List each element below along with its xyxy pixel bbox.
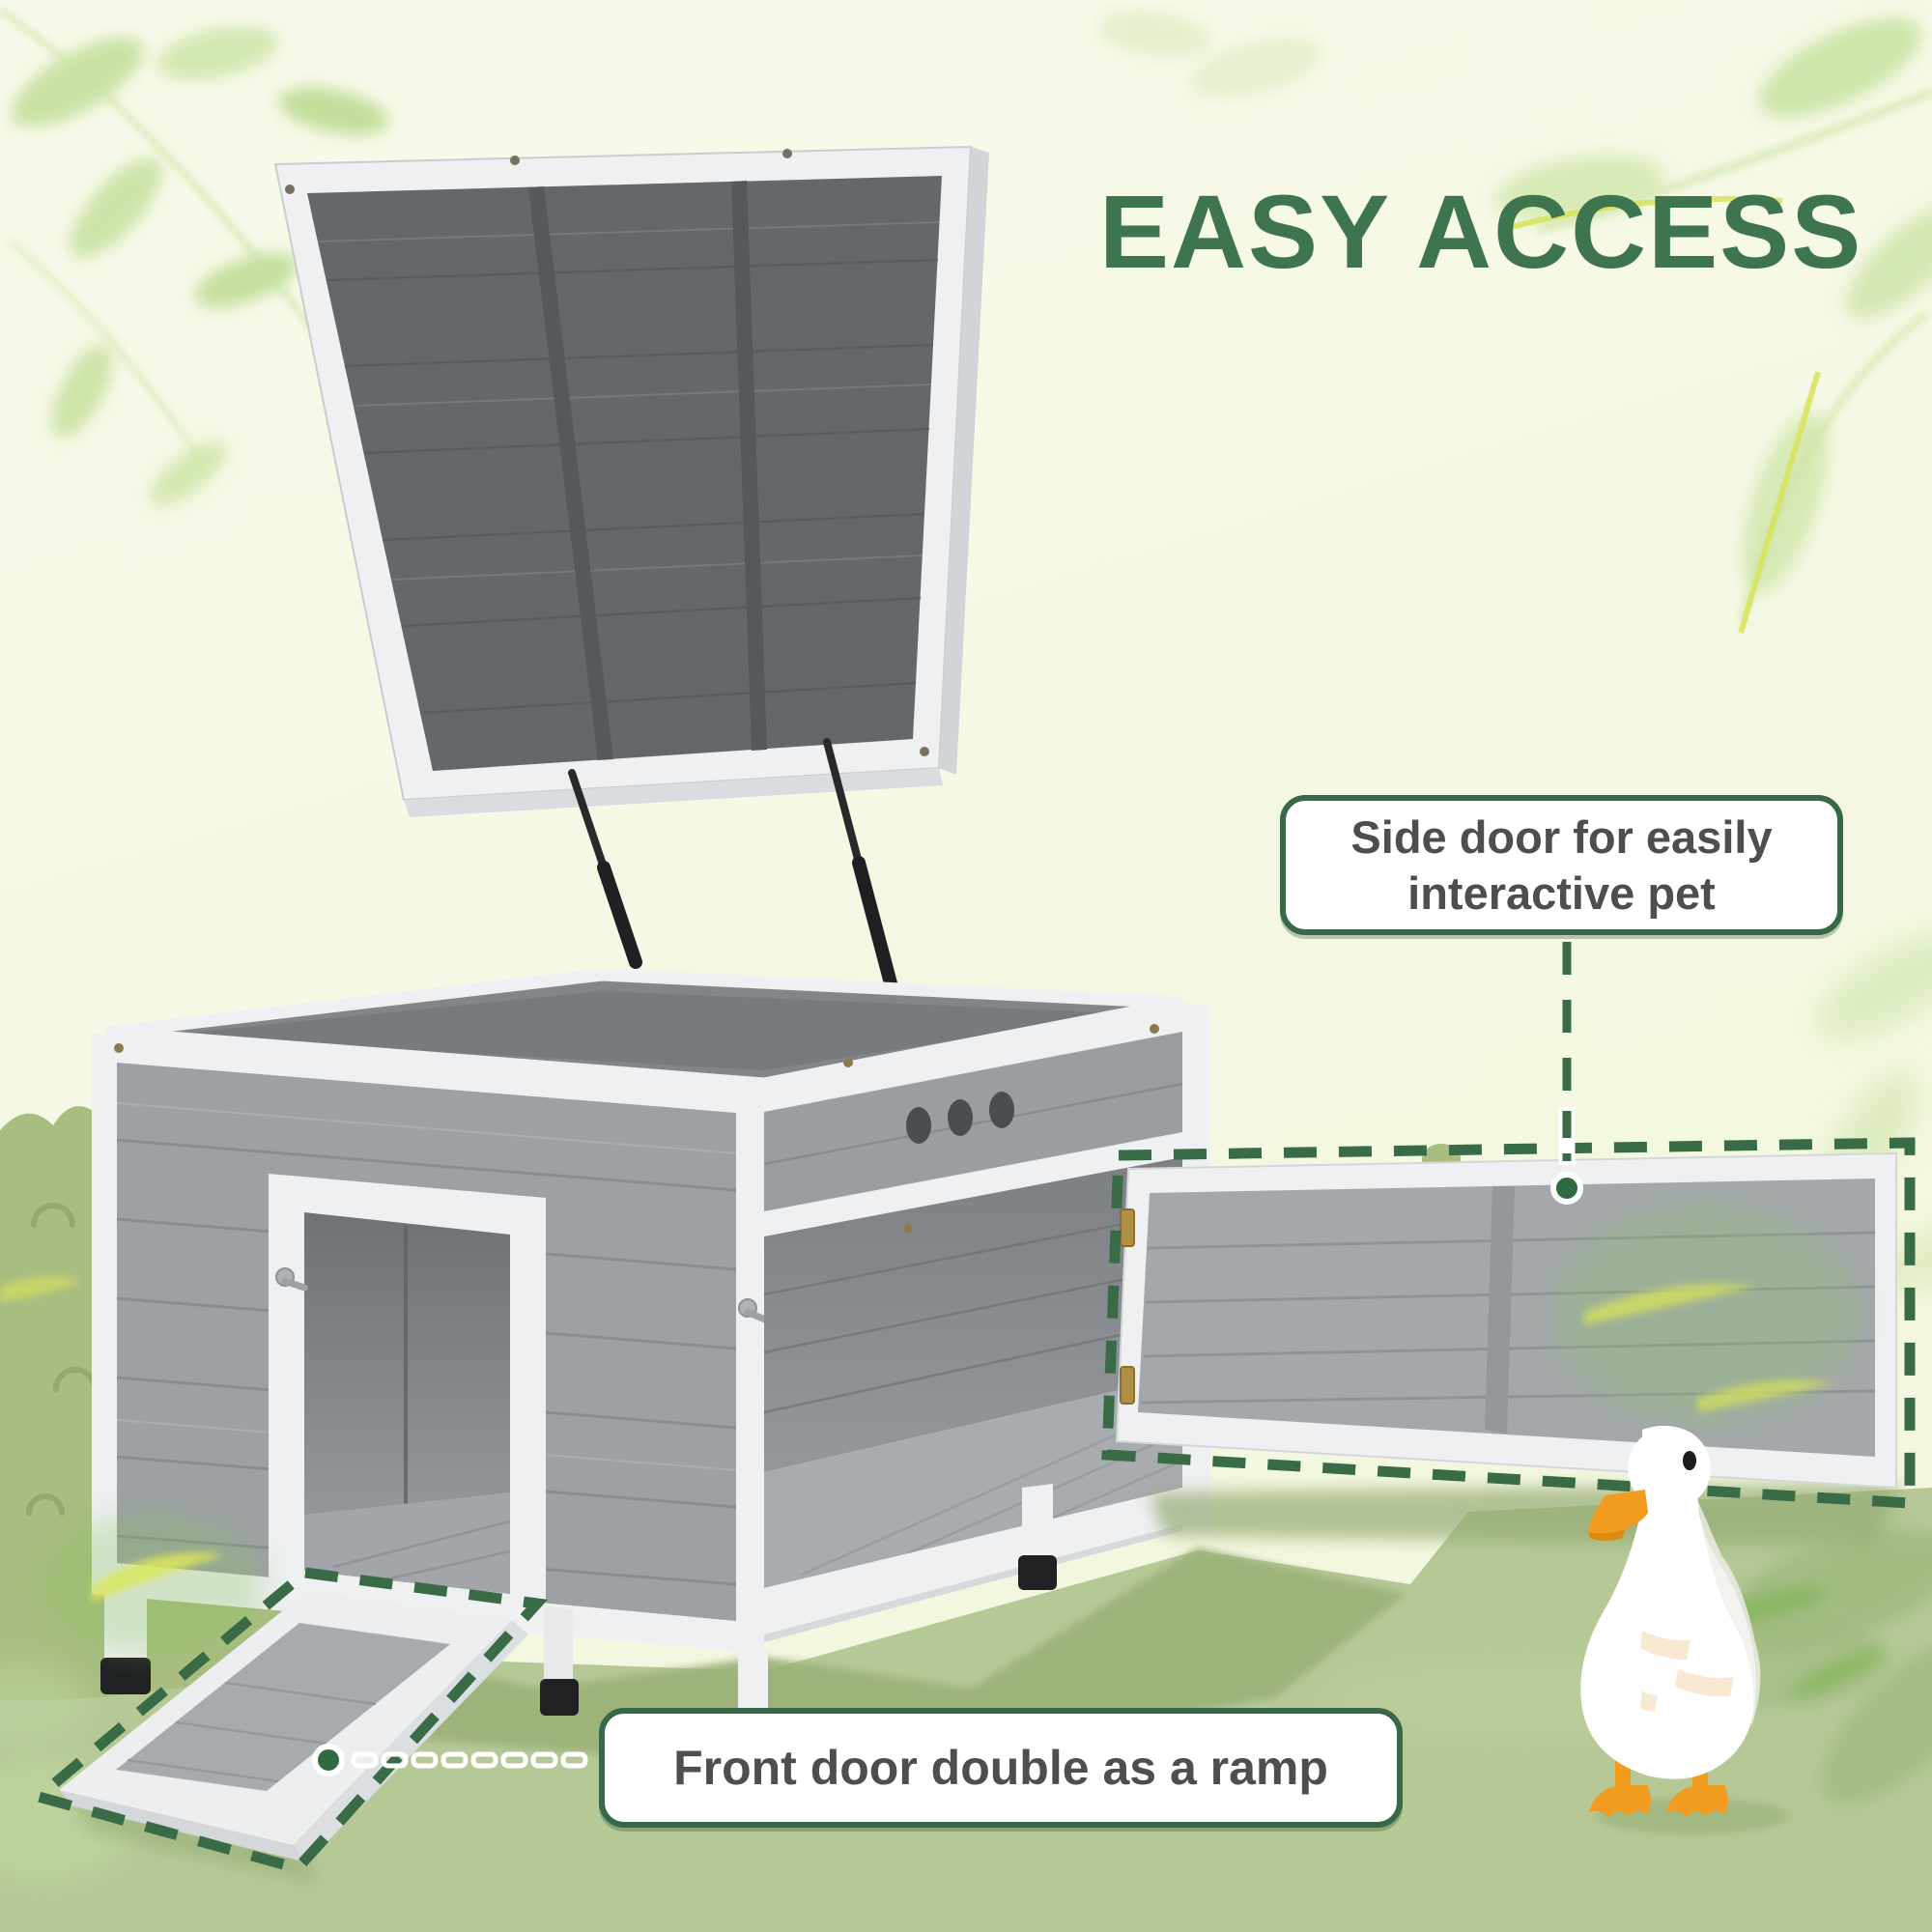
- coop-front-doorway: [269, 1174, 546, 1608]
- ventilation-hole: [948, 1099, 973, 1136]
- lid-trim-strip: [731, 181, 767, 751]
- duck-wing-marks: [1640, 1631, 1734, 1712]
- door-latch: [275, 1267, 308, 1292]
- side-door-connector: [1550, 942, 1583, 1205]
- hinge: [1120, 1366, 1135, 1405]
- side-door-pointer-dot: [1550, 1172, 1583, 1205]
- ramp-deck: [116, 1623, 450, 1791]
- duck-beak: [1588, 1490, 1648, 1535]
- lid-strut: [568, 738, 897, 990]
- callout-front-door-label: Front door double as a ramp: [673, 1741, 1328, 1795]
- ventilation-hole: [989, 1092, 1014, 1128]
- callout-side-door-label: Side door for easily interactive pet: [1350, 811, 1773, 919]
- callout-front-door: Front door double as a ramp: [599, 1708, 1403, 1828]
- duck-illustration: [1580, 1425, 1789, 1833]
- leaf-decoration-top-right: [1098, 11, 1932, 634]
- hinge: [1120, 1208, 1135, 1247]
- coop-floor: [764, 1376, 1182, 1588]
- doorway-floor: [304, 1492, 510, 1594]
- page-title: EASY ACCESS: [1099, 173, 1863, 290]
- side-door-panel: [1115, 1151, 1898, 1546]
- lid-trim-strip: [528, 186, 613, 760]
- coop-open-lid: [273, 145, 989, 817]
- side-panel-trim: [1485, 1186, 1515, 1434]
- duck-neck: [1637, 1492, 1710, 1574]
- wall-leaf-glow: [0, 1276, 266, 1657]
- front-door-connector: [312, 1744, 588, 1776]
- side-door-dashed-outline: [1101, 1137, 1916, 1509]
- callout-side-door: Side door for easily interactive pet: [1280, 795, 1843, 935]
- ventilation-hole: [906, 1107, 931, 1144]
- duck-eye: [1683, 1451, 1696, 1470]
- front-door-pointer-dot: [312, 1744, 345, 1776]
